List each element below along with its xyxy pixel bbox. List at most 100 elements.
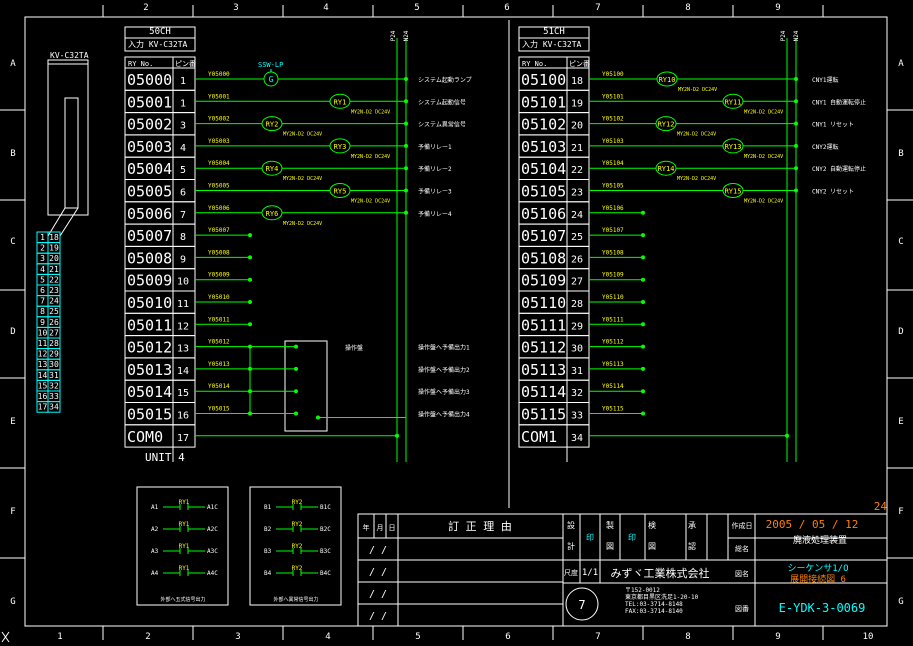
- wire-label: Y05011: [208, 316, 230, 323]
- row-label-left: F: [10, 507, 15, 517]
- contact-relay: RY2: [292, 521, 303, 528]
- pin-number: 5: [180, 165, 186, 176]
- header-ry: RY No.: [522, 60, 547, 68]
- relay-coil: [655, 116, 677, 132]
- pin-number: 29: [571, 321, 583, 332]
- relay-spec: MY2N-D2 DC24V: [744, 109, 783, 115]
- column-label-bottom: 2: [145, 632, 150, 642]
- ry-number: 05110: [521, 294, 566, 312]
- design-stamp: 印: [586, 533, 594, 542]
- bus-junction: [404, 99, 408, 104]
- wire-label: Y05111: [602, 316, 624, 323]
- wire-label: Y05000: [208, 71, 230, 78]
- pin-number: 30: [571, 344, 583, 355]
- contact-relay: RY1: [179, 521, 190, 528]
- contact-terminal-b: A2C: [207, 526, 218, 533]
- kv-pin-right: 18: [49, 233, 59, 242]
- spare-dot: [641, 389, 645, 394]
- draft-stamp: 印: [628, 533, 636, 542]
- approve-label-1: 承: [688, 521, 696, 530]
- pin-number: 1: [180, 76, 186, 87]
- design-label-1: 設: [567, 520, 575, 530]
- relay-spec: MY2N-D2 DC24V: [283, 176, 322, 182]
- column-label-bottom: 6: [505, 632, 510, 642]
- rev-date: / /: [369, 589, 387, 600]
- com-junction: [395, 433, 399, 438]
- column-label-bottom: 9: [775, 632, 780, 642]
- kv-pin-left: 8: [40, 307, 45, 316]
- column-label-top: 7: [595, 3, 600, 13]
- com-label: COM0: [127, 428, 163, 446]
- approve-label-2: 認: [688, 541, 696, 551]
- channel-header: [124, 26, 196, 52]
- bus-junction: [794, 99, 798, 104]
- ry-number: 05012: [127, 339, 172, 357]
- company-address: 東京都目黒区洗足1-20-10: [625, 593, 699, 601]
- column-label-top: 6: [504, 3, 509, 13]
- pin-number: 6: [180, 188, 186, 199]
- wire-label: Y05005: [208, 183, 230, 190]
- column-label-bottom: 7: [595, 632, 600, 642]
- pin-number: 1: [180, 98, 186, 109]
- pin-number: 23: [571, 188, 583, 199]
- header-ry: RY No.: [128, 60, 153, 68]
- ext-output-label: 操作盤へ予備出力2: [418, 366, 470, 374]
- kv-pin-left: 11: [38, 339, 48, 348]
- pin-number: 4: [180, 143, 186, 154]
- kv-socket: [64, 97, 79, 209]
- bus-label-n: N24: [793, 30, 800, 41]
- lamp-letter: G: [269, 75, 274, 84]
- relay-label: RY10: [659, 76, 676, 84]
- kv-pin-left: 1: [40, 233, 45, 242]
- contact-relay: RY1: [179, 543, 190, 550]
- kv-pin-left: 6: [40, 286, 45, 295]
- frame-ticks: [0, 5, 913, 640]
- ry-number: 05114: [521, 383, 566, 401]
- bus-junction: [404, 121, 408, 126]
- contact-terminal-a: A3: [151, 548, 159, 555]
- relay-spec: MY2N-D2 DC24V: [677, 176, 716, 182]
- contact-box: [249, 486, 342, 606]
- relay-label: RY4: [266, 165, 279, 173]
- kv-pin-cell: [47, 401, 61, 413]
- contact-caption: 外部へ異常信号出力: [273, 596, 318, 603]
- created-date: 2005 / 05 / 12: [766, 518, 859, 531]
- contact-terminal-b: B4C: [320, 570, 331, 577]
- row-label-right: D: [898, 327, 903, 337]
- kv-pin-left: 5: [40, 275, 45, 284]
- wire-label: Y05114: [602, 383, 624, 390]
- pin-number: 18: [571, 76, 583, 87]
- pin-number: 16: [177, 411, 189, 422]
- row-label-right: E: [898, 417, 903, 427]
- contact-terminal-a: B2: [264, 526, 272, 533]
- wire-label: Y05105: [602, 183, 624, 190]
- relay-coil: [329, 183, 351, 198]
- relay-label: RY2: [266, 121, 279, 129]
- row-label-left: B: [10, 149, 15, 159]
- rev-month: 月: [377, 524, 384, 532]
- wire-label: Y05012: [208, 339, 230, 346]
- ry-number: 05007: [127, 227, 172, 245]
- ry-number: 05006: [127, 205, 172, 223]
- ry-number: 05002: [127, 116, 172, 134]
- wire-label: Y05110: [602, 294, 624, 301]
- bus-junction: [404, 143, 408, 148]
- contact-terminal-a: B1: [264, 504, 272, 511]
- column-label-bottom: 1: [57, 632, 62, 642]
- pin-number: 24: [571, 210, 583, 221]
- kv-pin-right: 29: [49, 350, 59, 359]
- output-label: CNY1運転: [812, 76, 838, 84]
- output-label: 予備リレー1: [418, 143, 452, 151]
- ry-number: 05010: [127, 294, 172, 312]
- wire-label: Y05004: [208, 160, 230, 167]
- kv-pin-right: 19: [49, 244, 59, 253]
- company-address: TEL:03-3714-8148: [625, 601, 683, 608]
- row-label-left: D: [10, 327, 15, 337]
- kv-pin-left: 17: [38, 403, 48, 412]
- channel-label: 50CH: [149, 27, 171, 37]
- pin-number: 9: [180, 254, 186, 265]
- wire-label: Y05102: [602, 116, 624, 123]
- spare-dot: [641, 233, 645, 238]
- ext-output-label: 操作盤へ予備出力1: [418, 344, 470, 352]
